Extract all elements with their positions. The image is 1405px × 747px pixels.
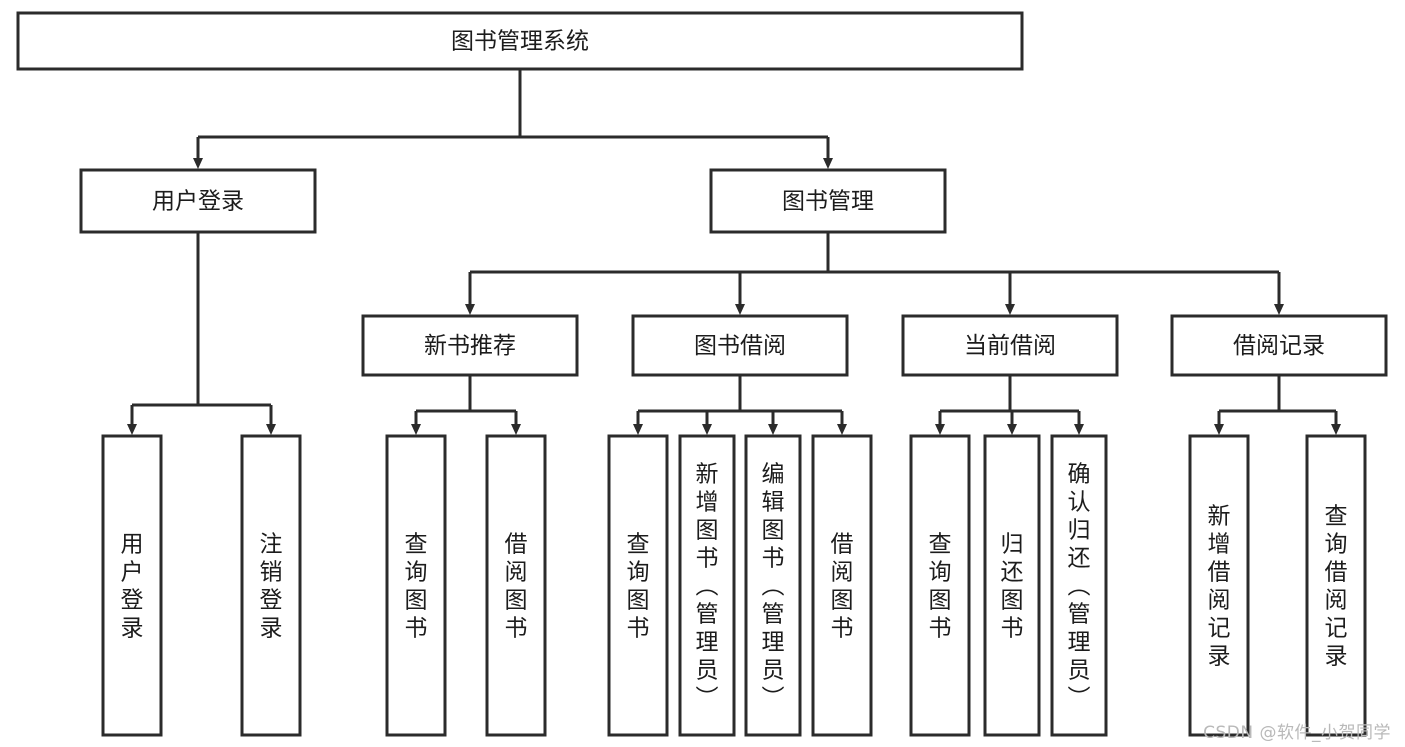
node-book-management-label: 图书管理	[782, 189, 874, 215]
connector-layer	[127, 69, 1341, 435]
node-leaf-borrow-book[interactable]: 借阅图书	[811, 434, 873, 737]
node-leaf-edit-book-admin[interactable]: 编辑图书︵管理员︶	[744, 434, 802, 737]
node-leaf-confirm-return-admin[interactable]: 确认归还︵管理员︶	[1050, 434, 1108, 737]
node-root-box[interactable]	[16, 11, 1024, 71]
node-new-book-recommend-label: 新书推荐	[424, 333, 516, 359]
node-leaf-return-book-box[interactable]	[983, 434, 1041, 737]
node-book-management-box[interactable]	[709, 168, 947, 234]
node-leaf-query-book-recommend[interactable]: 查询图书	[385, 434, 447, 737]
node-user-login-box[interactable]	[79, 168, 317, 234]
node-leaf-add-book-admin-box[interactable]	[678, 434, 736, 737]
node-leaf-confirm-return-admin-label: 确认归还︵管理员︶	[1068, 462, 1091, 712]
node-leaf-edit-book-admin-box[interactable]	[744, 434, 802, 737]
node-borrow-record-box[interactable]	[1170, 314, 1388, 377]
node-leaf-return-book-label: 归还图书	[1001, 532, 1024, 642]
node-leaf-borrow-book-recommend-label: 借阅图书	[505, 532, 528, 642]
node-leaf-query-book-borrow-label: 查询图书	[627, 532, 650, 642]
node-leaf-borrow-book-recommend[interactable]: 借阅图书	[485, 434, 547, 737]
node-leaf-query-book-borrow-box[interactable]	[607, 434, 669, 737]
node-user-login[interactable]: 用户登录	[79, 168, 317, 234]
node-book-borrow-label: 图书借阅	[694, 333, 786, 359]
node-leaf-logout-label: 注销登录	[260, 532, 283, 642]
node-leaf-query-book-recommend-box[interactable]	[385, 434, 447, 737]
node-new-book-recommend[interactable]: 新书推荐	[361, 314, 579, 377]
node-leaf-user-login[interactable]: 用户登录	[101, 434, 163, 737]
node-leaf-user-login-box[interactable]	[101, 434, 163, 737]
node-current-borrow[interactable]: 当前借阅	[901, 314, 1119, 377]
node-leaf-logout-box[interactable]	[240, 434, 302, 737]
node-leaf-query-book-current-label: 查询图书	[929, 532, 952, 642]
node-leaf-borrow-book-label: 借阅图书	[831, 532, 854, 642]
node-user-login-label: 用户登录	[152, 189, 244, 215]
node-leaf-query-book-recommend-label: 查询图书	[405, 532, 428, 642]
node-leaf-query-borrow-record-box[interactable]	[1305, 434, 1367, 737]
node-leaf-query-book-current-box[interactable]	[909, 434, 971, 737]
node-leaf-add-book-admin-label: 新增图书︵管理员︶	[696, 462, 719, 712]
node-borrow-record[interactable]: 借阅记录	[1170, 314, 1388, 377]
node-leaf-add-borrow-record-label: 新增借阅记录	[1208, 504, 1231, 670]
node-new-book-recommend-box[interactable]	[361, 314, 579, 377]
node-leaf-user-login-label: 用户登录	[121, 532, 144, 642]
node-layer: 图书管理系统用户登录图书管理新书推荐图书借阅当前借阅借阅记录用户登录注销登录查询…	[16, 11, 1388, 737]
node-leaf-add-borrow-record-box[interactable]	[1188, 434, 1250, 737]
node-book-management[interactable]: 图书管理	[709, 168, 947, 234]
node-current-borrow-label: 当前借阅	[964, 333, 1056, 359]
node-book-borrow-box[interactable]	[631, 314, 849, 377]
node-leaf-query-book-borrow[interactable]: 查询图书	[607, 434, 669, 737]
node-leaf-return-book[interactable]: 归还图书	[983, 434, 1041, 737]
node-root-label: 图书管理系统	[451, 29, 589, 55]
node-book-borrow[interactable]: 图书借阅	[631, 314, 849, 377]
node-leaf-query-book-current[interactable]: 查询图书	[909, 434, 971, 737]
node-root[interactable]: 图书管理系统	[16, 11, 1024, 71]
node-leaf-query-borrow-record-label: 查询借阅记录	[1325, 504, 1348, 670]
csdn-watermark: CSDN @软件_小贺同学	[1203, 723, 1391, 743]
node-leaf-borrow-book-box[interactable]	[811, 434, 873, 737]
node-leaf-query-borrow-record[interactable]: 查询借阅记录	[1305, 434, 1367, 737]
node-leaf-logout[interactable]: 注销登录	[240, 434, 302, 737]
node-leaf-borrow-book-recommend-box[interactable]	[485, 434, 547, 737]
node-borrow-record-label: 借阅记录	[1233, 333, 1325, 359]
node-leaf-add-book-admin[interactable]: 新增图书︵管理员︶	[678, 434, 736, 737]
node-leaf-confirm-return-admin-box[interactable]	[1050, 434, 1108, 737]
node-leaf-edit-book-admin-label: 编辑图书︵管理员︶	[762, 462, 785, 712]
node-leaf-add-borrow-record[interactable]: 新增借阅记录	[1188, 434, 1250, 737]
node-current-borrow-box[interactable]	[901, 314, 1119, 377]
